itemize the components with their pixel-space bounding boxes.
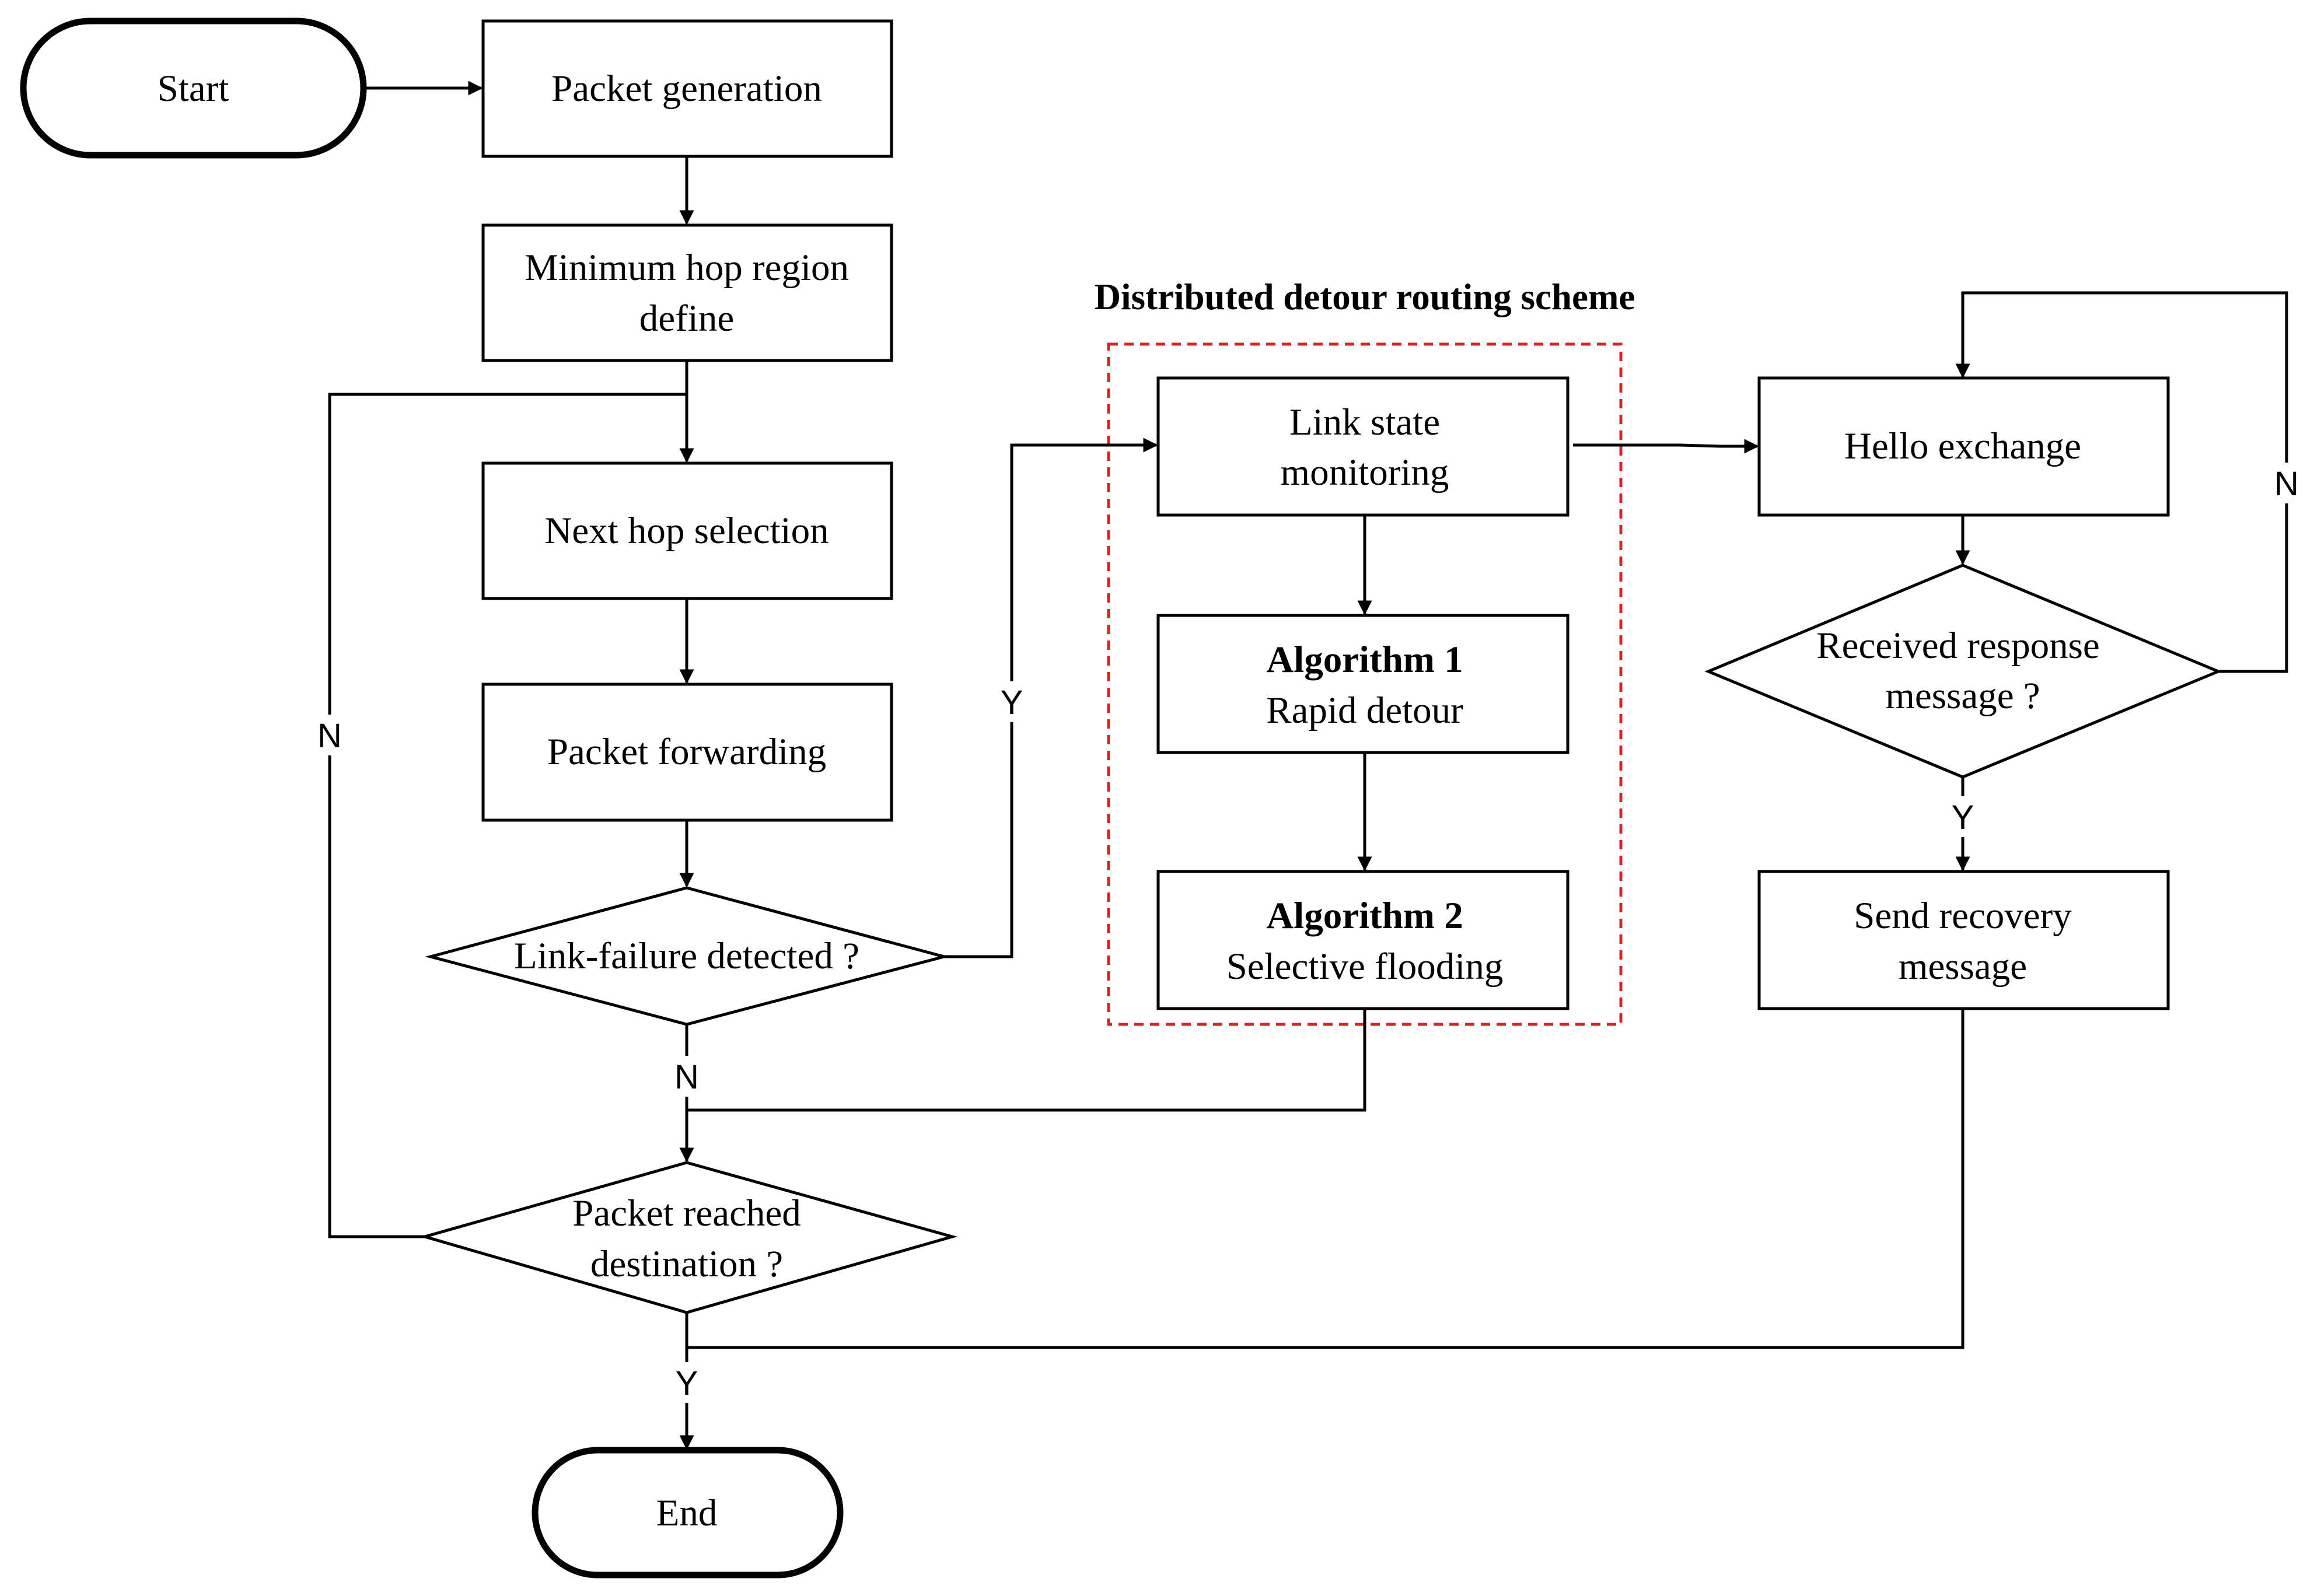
edge-labels: Y N N Y N Y [317, 463, 2299, 1403]
received-response-label-line1: Received response [1816, 625, 2100, 667]
minimum-hop-region-node: Minimum hop region define [481, 223, 893, 362]
label-linkfailure-no: N [674, 1058, 699, 1096]
link-failure-decision: Link-failure detected ? [425, 886, 950, 1026]
end-node: End [532, 1447, 844, 1578]
algorithm1-node: Algorithm 1 Rapid detour [1156, 614, 1570, 754]
start-label: Start [158, 68, 229, 110]
link-state-monitoring-node: Link state monitoring [1156, 376, 1570, 517]
packet-reached-label-line1: Packet reached [572, 1192, 801, 1234]
edge-response-no [1955, 291, 2288, 673]
algorithm2-subtitle: Selective flooding [1226, 946, 1504, 988]
next-hop-selection-node: Next hop selection [481, 461, 893, 600]
send-recovery-label-line2: message [1899, 946, 2027, 988]
packet-generation-label: Packet generation [551, 68, 822, 110]
label-reached-yes: Y [676, 1364, 698, 1402]
label-linkfailure-yes: Y [1001, 684, 1023, 722]
end-label: End [656, 1492, 718, 1534]
detour-scheme-title: Distributed detour routing scheme [1095, 276, 1635, 317]
packet-reached-decision: Packet reached destination ? [419, 1161, 958, 1314]
edge-recovery-to-end [687, 1010, 1965, 1349]
send-recovery-node: Send recovery message [1757, 870, 2170, 1010]
packet-forwarding-label: Packet forwarding [547, 731, 826, 773]
edge-linkfailure-yes [944, 438, 1158, 958]
edge-algorithm2-to-merge [687, 1010, 1366, 1112]
algorithm1-subtitle: Rapid detour [1266, 690, 1463, 732]
start-node: Start [20, 18, 367, 159]
label-response-yes: Y [1952, 799, 1974, 836]
hello-exchange-label: Hello exchange [1844, 425, 2081, 467]
link-failure-label: Link-failure detected ? [514, 935, 859, 977]
link-state-label-line2: monitoring [1281, 452, 1449, 494]
packet-forwarding-node: Packet forwarding [481, 682, 893, 822]
edge-linkstate-to-hello [1573, 439, 1759, 454]
packet-reached-label-line2: destination ? [590, 1243, 783, 1285]
received-response-label-line2: message ? [1885, 675, 2040, 717]
algorithm2-node: Algorithm 2 Selective flooding [1156, 870, 1570, 1010]
received-response-decision: Received response message ? [1704, 564, 2222, 779]
label-response-no: N [2274, 465, 2299, 503]
edge-reached-no [328, 393, 687, 1238]
minimum-hop-region-label-line1: Minimum hop region [525, 247, 849, 289]
send-recovery-label-line1: Send recovery [1854, 895, 2072, 937]
label-reached-no: N [317, 717, 342, 755]
hello-exchange-node: Hello exchange [1757, 376, 2170, 517]
packet-generation-node: Packet generation [481, 19, 893, 158]
algorithm2-title: Algorithm 2 [1266, 895, 1463, 937]
detour-scheme-group-box [1107, 342, 1623, 1026]
algorithm1-title: Algorithm 1 [1266, 639, 1463, 681]
next-hop-selection-label: Next hop selection [544, 510, 829, 552]
minimum-hop-region-label-line2: define [639, 298, 734, 340]
link-state-label-line1: Link state [1289, 401, 1440, 443]
